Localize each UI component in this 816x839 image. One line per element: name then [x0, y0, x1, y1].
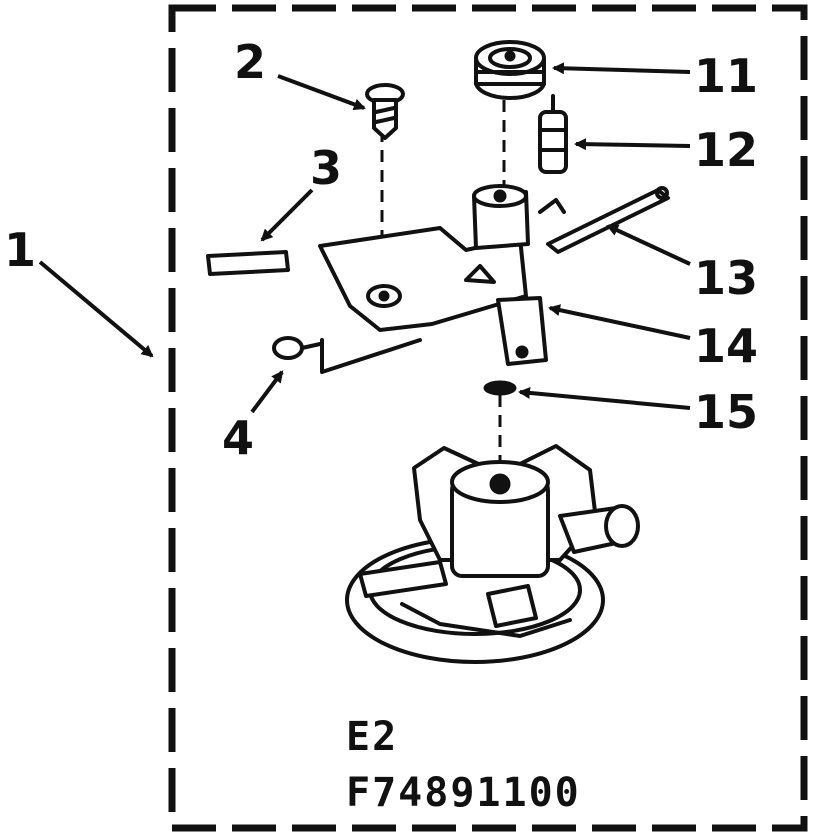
leader-arrow-4 [250, 370, 284, 414]
callout-15: 15 [694, 385, 758, 439]
callout-13: 13 [694, 251, 758, 305]
leader-arrow-12 [574, 138, 691, 151]
callout-1: 1 [4, 223, 36, 277]
drive-housing-base [345, 444, 640, 664]
bracket-assembly-part [318, 184, 566, 374]
leader-arrow-13 [606, 224, 691, 266]
leader-arrow-15 [518, 386, 691, 410]
callout-3: 3 [310, 141, 342, 195]
figure-number: F74891100 [346, 770, 581, 816]
assembly-boundary-frame [168, 4, 808, 832]
callout-4: 4 [222, 411, 254, 465]
section-code: E2 [346, 714, 398, 760]
callout-12: 12 [694, 123, 758, 177]
link-bar-part [546, 186, 670, 254]
leader-arrow-2 [277, 74, 366, 111]
callout-14: 14 [694, 319, 758, 373]
callout-2: 2 [234, 35, 266, 89]
leader-arrow-1 [38, 260, 154, 358]
leader-arrow-3 [260, 188, 314, 242]
spring-pin-part [538, 94, 568, 174]
leader-arrow-14 [548, 304, 691, 340]
key-plate-part [206, 250, 290, 276]
washer-part [483, 380, 517, 396]
leader-arrow-11 [552, 62, 691, 75]
callout-11: 11 [694, 49, 758, 103]
retaining-ring-part [272, 336, 322, 360]
screw-part [365, 83, 405, 140]
pulley-part [474, 40, 546, 100]
